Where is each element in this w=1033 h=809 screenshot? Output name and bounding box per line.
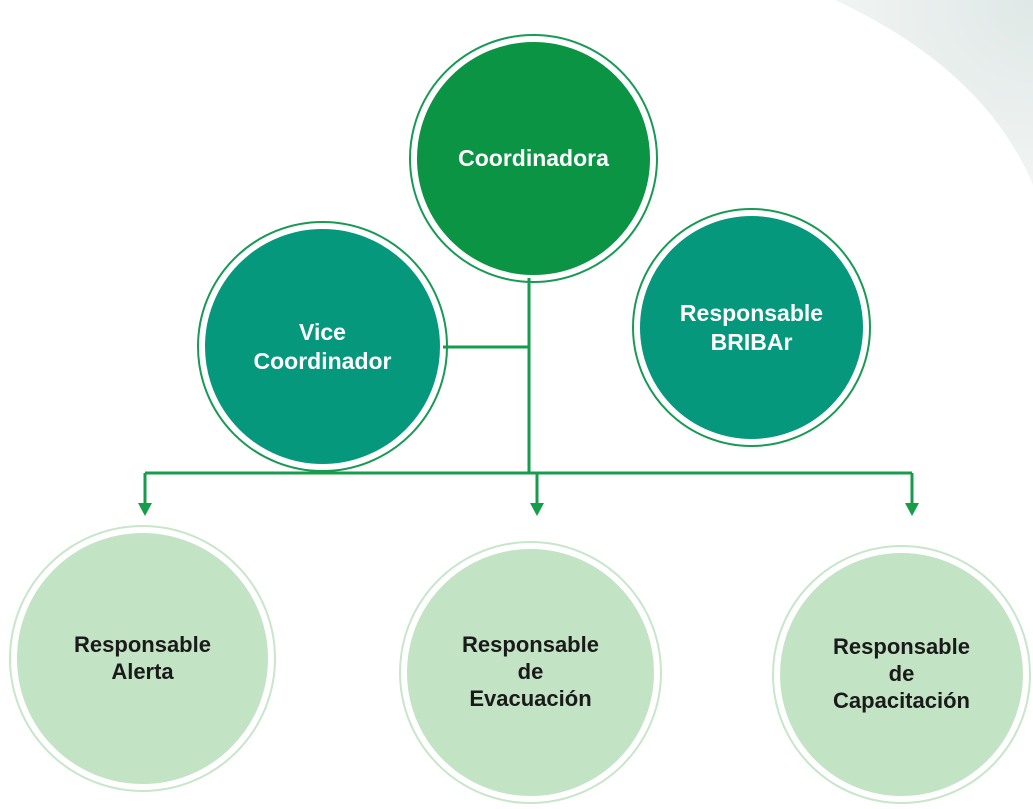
coordinadora-label: Coordinadora	[458, 145, 609, 172]
arrow-head-alerta	[138, 503, 152, 516]
responsable-capacitacion-label: Responsable de Capacitación	[833, 634, 970, 713]
responsable-alerta-label: Responsable Alerta	[74, 631, 211, 684]
responsable-bribar-label: Responsable BRIBAr	[679, 300, 824, 355]
responsable-bribar-node: Responsable BRIBAr	[637, 213, 866, 442]
responsable-capacitacion-node: Responsable de Capacitación	[776, 549, 1027, 800]
arrow-head-capacitacion	[905, 503, 919, 516]
coordinadora-outer-ring	[409, 34, 658, 283]
responsable-alerta-outer-ring	[9, 525, 276, 792]
arrow-head-evacuacion	[530, 503, 544, 516]
responsable-evacuacion-node: Responsable de Evacuación	[403, 545, 658, 800]
coordinadora-node: Coordinadora	[414, 39, 653, 278]
vice-coordinador-outer-ring	[197, 221, 448, 472]
responsable-evacuacion-label: Responsable de Evacuación	[462, 632, 599, 711]
responsable-evacuacion-outer-ring	[399, 541, 662, 804]
responsable-alerta-node: Responsable Alerta	[13, 529, 272, 788]
responsable-bribar-outer-ring	[632, 208, 871, 447]
responsable-capacitacion-outer-ring	[772, 545, 1031, 804]
vice-coordinador-label: Vice Coordinador	[253, 319, 392, 374]
vice-coordinador-node: Vice Coordinador	[202, 226, 443, 467]
